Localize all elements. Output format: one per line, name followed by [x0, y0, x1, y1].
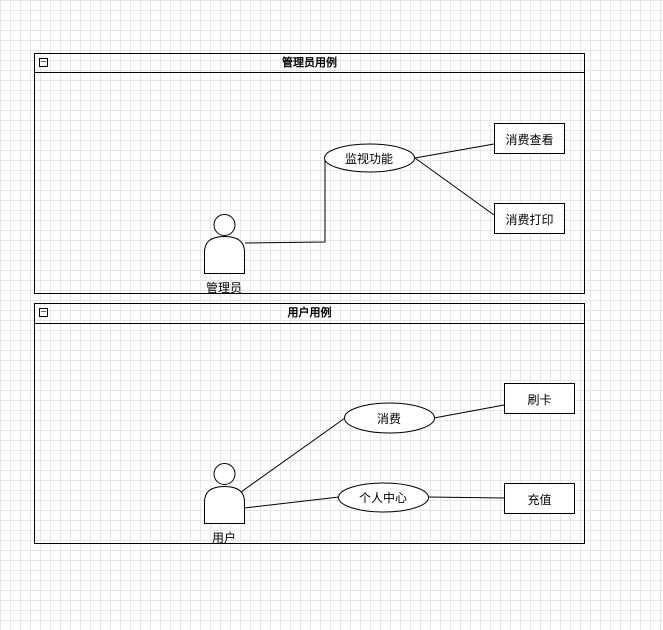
edge-monitor-to-view[interactable] — [414, 143, 495, 159]
collapse-icon[interactable]: − — [39, 307, 48, 317]
collapse-icon[interactable]: − — [39, 57, 48, 67]
box-consume-view-label: 消费查看 — [505, 133, 554, 147]
box-consume-print-label: 消费打印 — [505, 213, 554, 227]
usecase-personal-center-label: 个人中心 — [358, 491, 407, 505]
actor-admin-label: 管理员 — [205, 281, 242, 295]
frame-admin-title: 管理员用例 — [282, 56, 337, 69]
box-recharge-label: 充值 — [527, 493, 552, 507]
usecase-personal-center[interactable] — [338, 482, 429, 513]
box-recharge[interactable] — [504, 483, 575, 514]
edge-monitor-to-print[interactable] — [414, 157, 495, 216]
frame-admin[interactable] — [34, 53, 585, 294]
frame-user[interactable] — [34, 303, 585, 544]
actor-admin-figure[interactable] — [204, 214, 245, 274]
box-swipe-card[interactable] — [504, 383, 575, 414]
usecase-consume[interactable] — [344, 402, 435, 434]
actor-user-figure[interactable] — [204, 463, 245, 524]
usecase-consume-label: 消费 — [376, 412, 401, 426]
edge-consume-to-swipe[interactable] — [433, 404, 505, 419]
box-consume-view[interactable] — [494, 123, 565, 154]
frame-user-title: 用户用例 — [287, 306, 332, 319]
edge-center-to-recharge[interactable] — [427, 496, 505, 499]
edge-user-to-consume[interactable] — [240, 417, 346, 493]
usecase-monitor[interactable] — [324, 143, 415, 173]
actor-user-label: 用户 — [211, 531, 236, 545]
box-consume-print[interactable] — [494, 203, 565, 234]
edge-user-to-center[interactable] — [243, 496, 340, 509]
box-swipe-card-label: 刷卡 — [527, 393, 552, 407]
edge-admin-to-monitor[interactable] — [244, 158, 326, 244]
usecase-monitor-label: 监视功能 — [344, 152, 393, 166]
